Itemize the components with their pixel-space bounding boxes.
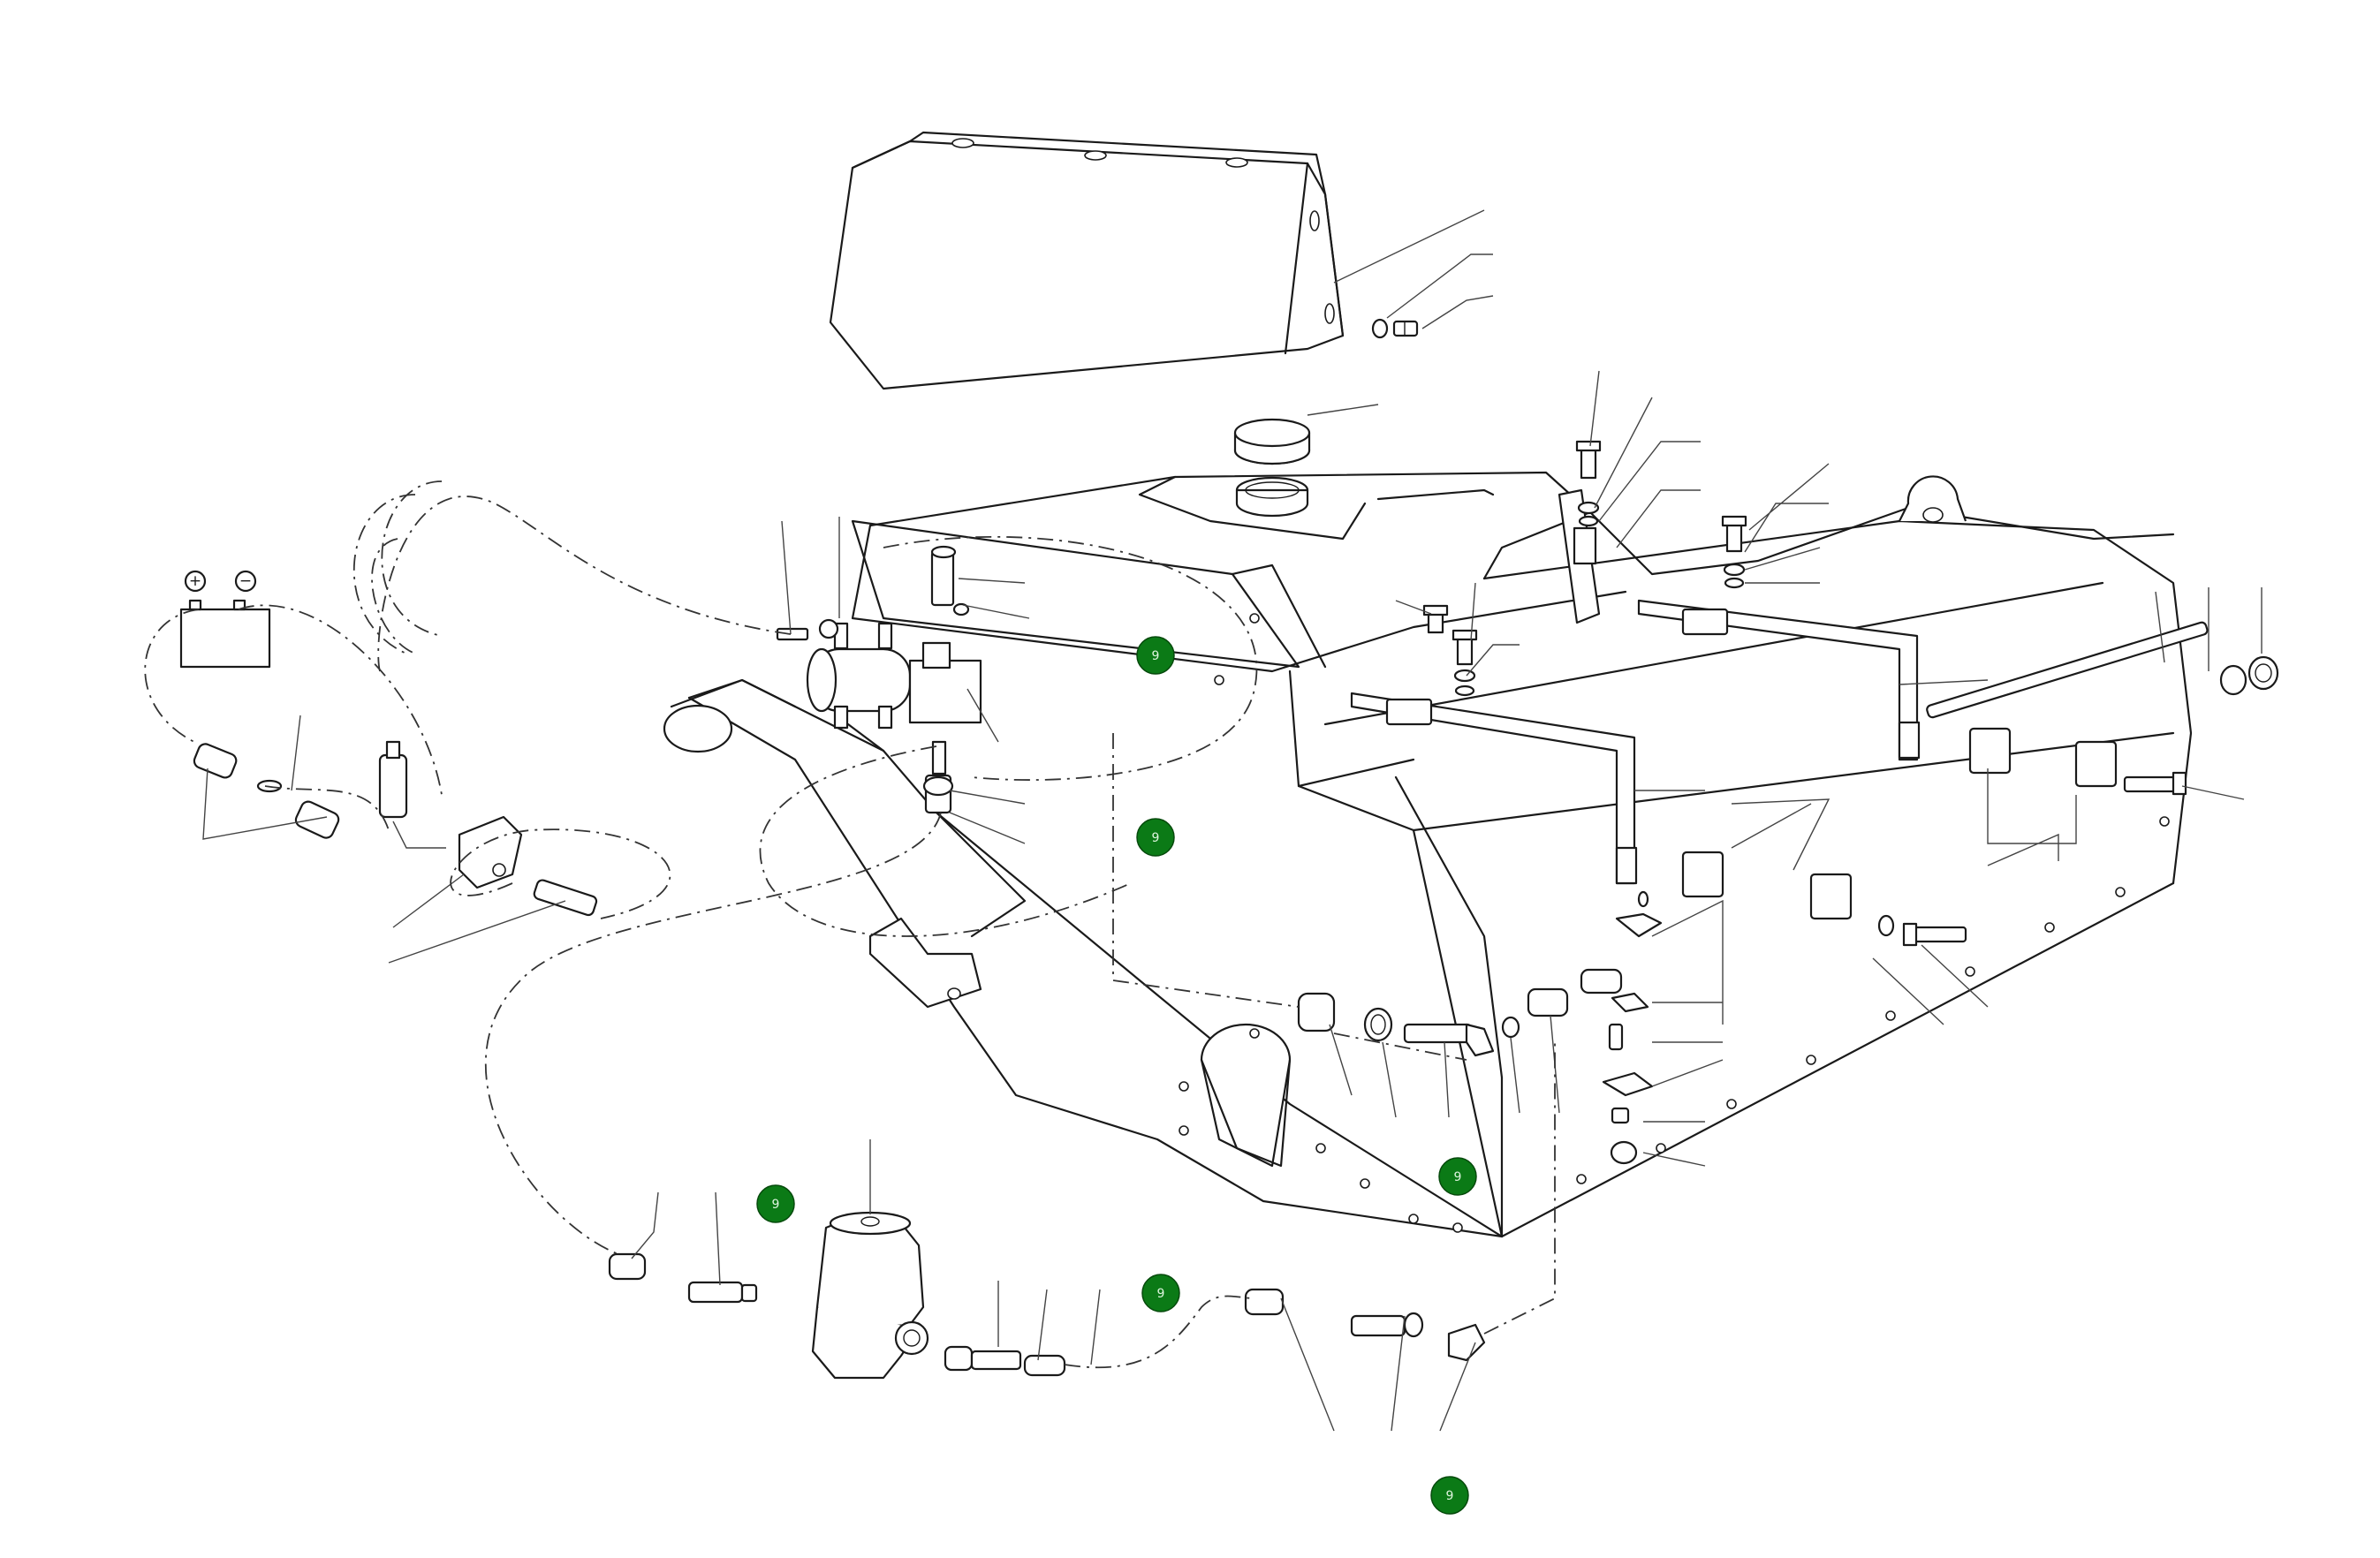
solenoid-leader-lines (781, 517, 1030, 844)
return-line-fittings (1297, 968, 1623, 1057)
battery: + − (179, 570, 271, 669)
callout-marker-2[interactable]: 9 (1136, 818, 1175, 857)
hydraulic-tank-body (663, 471, 2193, 1238)
bottom-fittings (608, 1252, 1486, 1377)
battery-minus-symbol: − (239, 572, 252, 590)
callout-marker-4[interactable]: 9 (756, 1184, 795, 1223)
strap-bolts (1422, 440, 1747, 697)
tank-strap-left (1350, 692, 1638, 885)
body-holes (1161, 613, 2170, 1233)
lower-fitting (922, 740, 954, 814)
callout-marker-6[interactable]: 9 (1430, 1476, 1469, 1515)
callout-marker-3[interactable]: 9 (1438, 1157, 1477, 1196)
long-tie-rod (1926, 621, 2279, 719)
small-fittings-stack (1602, 890, 1663, 1165)
strap-leader-lines (1395, 370, 1989, 791)
filter-housing (811, 1211, 929, 1380)
solenoid-bolt (776, 618, 839, 641)
upper-fitting (930, 545, 970, 616)
return-line-leaders (1329, 1015, 1560, 1118)
solenoid-valve (806, 622, 982, 730)
bottom-leader-lines (631, 1139, 1476, 1432)
filler-cap (1233, 418, 1311, 518)
hose-and-cable-routes (144, 480, 1556, 1369)
clamp-bolt (1877, 771, 2187, 947)
clamp-blocks (1681, 727, 2118, 920)
left-electrical-parts (193, 740, 598, 917)
tank-top-cover (829, 131, 1345, 390)
right-leader-lines (1642, 587, 2263, 1167)
battery-plus-symbol: + (189, 572, 201, 590)
tank-strap-right (1637, 599, 1921, 761)
left-leader-lines (202, 715, 566, 964)
callout-marker-5[interactable]: 9 (1141, 1274, 1180, 1312)
cover-leader-lines (1333, 209, 1494, 329)
strap-top-bracket (1558, 488, 1601, 624)
callout-marker-1[interactable]: 9 (1136, 636, 1175, 675)
cover-screw (1371, 318, 1419, 339)
